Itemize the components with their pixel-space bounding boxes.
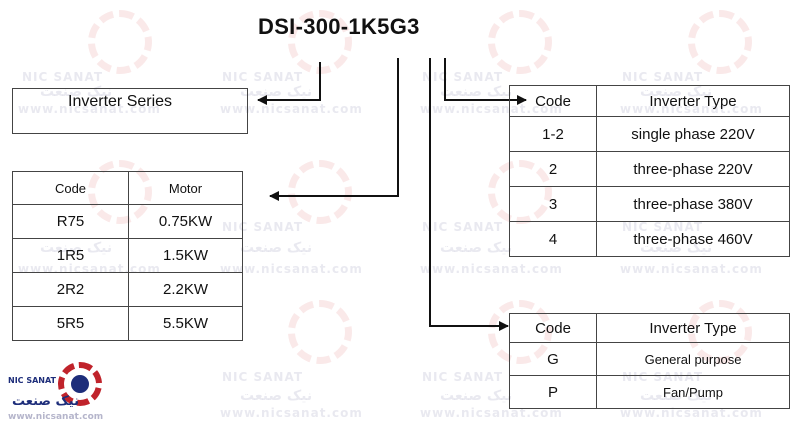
logo-brand-fa: نیک صنعت [12, 394, 79, 409]
inverter-series-label: Inverter Series [68, 93, 173, 110]
table-cell: 1.5KW [128, 238, 243, 273]
brand-logo: NIC SANAT نیک صنعت www.nicsanat.com [8, 360, 128, 426]
inverter-series-box: Inverter Series [12, 88, 248, 134]
inverter-type-table: Code Inverter Type 1-2 single phase 220V… [509, 85, 790, 257]
column-header: Code [12, 171, 129, 205]
table-cell: 2.2KW [128, 272, 243, 307]
table-cell: 2 [509, 151, 597, 187]
connector-series [257, 62, 321, 105]
logo-core-icon [68, 372, 92, 396]
table-row: 2 three-phase 220V [509, 151, 790, 187]
table-cell: 1-2 [509, 116, 597, 152]
table-row: R75 0.75KW [12, 204, 243, 239]
column-header: Inverter Type [596, 313, 790, 343]
table-cell: single phase 220V [596, 116, 790, 152]
table-cell: 2R2 [12, 272, 129, 307]
connector-purpose [429, 58, 509, 331]
table-cell: P [509, 375, 597, 409]
table-cell: General purpose [596, 342, 790, 376]
table-cell: 0.75KW [128, 204, 243, 239]
table-row: 3 three-phase 380V [509, 186, 790, 222]
column-header: Inverter Type [596, 85, 790, 117]
connector-motor [269, 58, 399, 201]
logo-brand-en: NIC SANAT [8, 376, 57, 385]
table-row: P Fan/Pump [509, 375, 790, 409]
column-header: Code [509, 313, 597, 343]
table-header-row: Code Motor [12, 171, 243, 205]
logo-url: www.nicsanat.com [8, 412, 104, 422]
table-cell: three-phase 460V [596, 221, 790, 257]
table-cell: R75 [12, 204, 129, 239]
table-header-row: Code Inverter Type [509, 85, 790, 117]
column-header: Motor [128, 171, 243, 205]
model-code-title: DSI-300-1K5G3 [258, 14, 420, 39]
table-cell: 5R5 [12, 306, 129, 341]
table-cell: 3 [509, 186, 597, 222]
table-cell: Fan/Pump [596, 375, 790, 409]
table-row: 2R2 2.2KW [12, 272, 243, 307]
table-row: 5R5 5.5KW [12, 306, 243, 341]
table-row: 1-2 single phase 220V [509, 116, 790, 152]
table-cell: G [509, 342, 597, 376]
column-header: Code [509, 85, 597, 117]
connector-type [444, 58, 527, 105]
table-header-row: Code Inverter Type [509, 313, 790, 343]
table-cell: 4 [509, 221, 597, 257]
motor-table: Code Motor R75 0.75KW 1R5 1.5KW 2R2 2.2K… [12, 171, 243, 341]
table-row: 4 three-phase 460V [509, 221, 790, 257]
table-row: 1R5 1.5KW [12, 238, 243, 273]
table-cell: 5.5KW [128, 306, 243, 341]
inverter-purpose-table: Code Inverter Type G General purpose P F… [509, 313, 790, 409]
table-row: G General purpose [509, 342, 790, 376]
table-cell: three-phase 380V [596, 186, 790, 222]
table-cell: 1R5 [12, 238, 129, 273]
table-cell: three-phase 220V [596, 151, 790, 187]
